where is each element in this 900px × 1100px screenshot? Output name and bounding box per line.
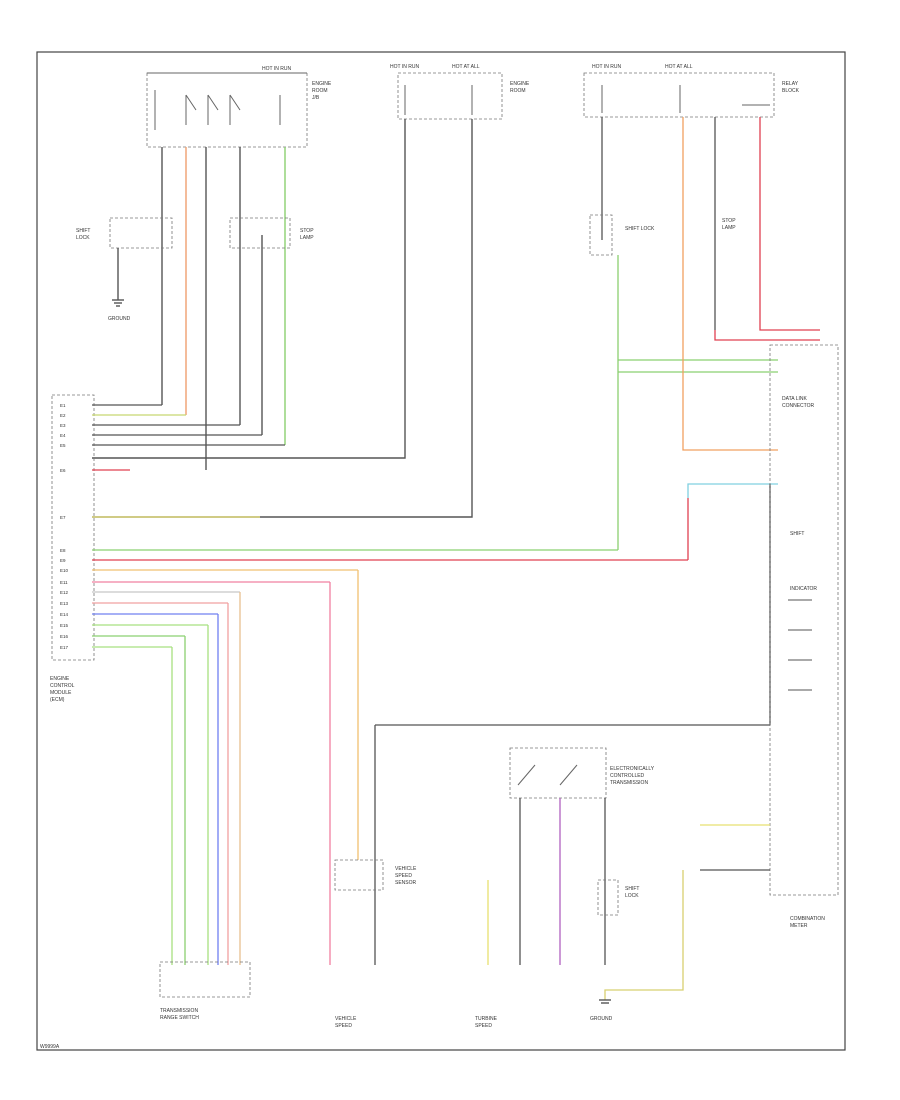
svg-text:E17: E17 [60,645,69,650]
svg-text:SPEED: SPEED [335,1023,352,1029]
ecm-connector: ENGINE CONTROL MODULE (ECM) [50,394,95,703]
svg-text:ROOM: ROOM [312,88,328,94]
svg-text:METER: METER [790,923,808,929]
svg-text:INDICATOR: INDICATOR [790,586,817,592]
diagram-frame [36,51,846,1051]
upper-left-wires: SHIFT LOCK STOP LAMP GROUND [76,147,314,470]
svg-text:E6: E6 [60,468,66,473]
svg-text:CONTROL: CONTROL [50,683,75,689]
svg-text:E7: E7 [60,515,66,520]
vehicle-speed-sensor-wires: VEHICLE SPEED SENSOR VEHICLE SPEED [329,570,770,1029]
svg-text:MODULE: MODULE [50,690,72,696]
svg-text:SHIFT LOCK: SHIFT LOCK [625,226,655,232]
pin-labels: E1 E2 E3 E4 E5 E6 E7 E8 E9 E10 E11 E12 E… [60,403,69,650]
svg-text:COMBINATION: COMBINATION [790,916,825,922]
svg-text:VEHICLE: VEHICLE [395,866,417,872]
fuse-box-left: HOT IN RUN ENGINE ROOM J/B [146,66,332,148]
right-side-wires: STOP LAMP SHIFT LOCK [589,117,820,725]
svg-text:HOT AT ALL: HOT AT ALL [452,64,480,70]
diagram-code: W9999A [40,1044,60,1050]
middle-wires [92,119,473,518]
svg-text:E11: E11 [60,580,68,585]
svg-text:SHIFT: SHIFT [790,531,804,537]
svg-text:SHIFT: SHIFT [625,886,639,892]
svg-text:E1: E1 [60,403,66,408]
svg-text:LAMP: LAMP [722,225,736,231]
svg-text:E3: E3 [60,423,66,428]
svg-text:HOT IN RUN: HOT IN RUN [262,66,291,72]
lower-left-wires: TRANSMISSION RANGE SWITCH [159,592,251,1021]
svg-text:BLOCK: BLOCK [782,88,800,94]
svg-text:SPEED: SPEED [395,873,412,879]
svg-text:CONTROLLED: CONTROLLED [610,773,645,779]
svg-text:SENSOR: SENSOR [395,880,417,886]
svg-text:E5: E5 [60,443,66,448]
fuse-box-right: HOT IN RUN HOT AT ALL RELAY BLOCK [583,64,800,118]
svg-text:E4: E4 [60,433,66,438]
ecm-horizontal-wires [92,404,688,648]
svg-text:DATA LINK: DATA LINK [782,396,807,402]
svg-text:LAMP: LAMP [300,235,314,241]
svg-text:E8: E8 [60,548,66,553]
svg-text:E10: E10 [60,568,69,573]
svg-text:E15: E15 [60,623,69,628]
svg-text:E16: E16 [60,634,69,639]
svg-text:(ECM): (ECM) [50,697,65,703]
combination-meter: DATA LINK CONNECTOR SHIFT INDICATOR COMB… [700,344,839,929]
svg-text:LOCK: LOCK [625,893,639,899]
svg-text:TRANSMISSION: TRANSMISSION [610,780,648,786]
svg-text:STOP: STOP [300,228,314,234]
svg-text:RANGE SWITCH: RANGE SWITCH [160,1015,199,1021]
svg-text:E12: E12 [60,590,69,595]
svg-text:GROUND: GROUND [108,316,131,322]
svg-text:ENGINE: ENGINE [312,81,332,87]
svg-text:GROUND: GROUND [590,1016,613,1022]
svg-text:E2: E2 [60,413,66,418]
ground-lower: GROUND SHIFT LOCK [590,870,684,1022]
svg-text:VEHICLE: VEHICLE [335,1016,357,1022]
svg-text:E13: E13 [60,601,69,606]
svg-text:TURBINE: TURBINE [475,1016,498,1022]
solenoid-block: ELECTRONICALLY CONTROLLED TRANSMISSION T… [475,747,655,1029]
svg-text:J/B: J/B [312,95,320,101]
svg-text:HOT IN RUN: HOT IN RUN [592,64,621,70]
svg-text:ENGINE: ENGINE [510,81,530,87]
svg-text:E9: E9 [60,558,66,563]
svg-text:ENGINE: ENGINE [50,676,70,682]
svg-text:TRANSMISSION: TRANSMISSION [160,1008,198,1014]
svg-text:HOT IN RUN: HOT IN RUN [390,64,419,70]
svg-text:ROOM: ROOM [510,88,526,94]
svg-text:SHIFT: SHIFT [76,228,90,234]
svg-text:STOP: STOP [722,218,736,224]
svg-text:CONNECTOR: CONNECTOR [782,403,815,409]
svg-text:SPEED: SPEED [475,1023,492,1029]
svg-text:E14: E14 [60,612,69,617]
svg-text:LOCK: LOCK [76,235,90,241]
svg-text:RELAY: RELAY [782,81,799,87]
svg-text:ELECTRONICALLY: ELECTRONICALLY [610,766,655,772]
svg-text:HOT AT ALL: HOT AT ALL [665,64,693,70]
fuse-box-middle: HOT IN RUN HOT AT ALL ENGINE ROOM [390,64,530,120]
